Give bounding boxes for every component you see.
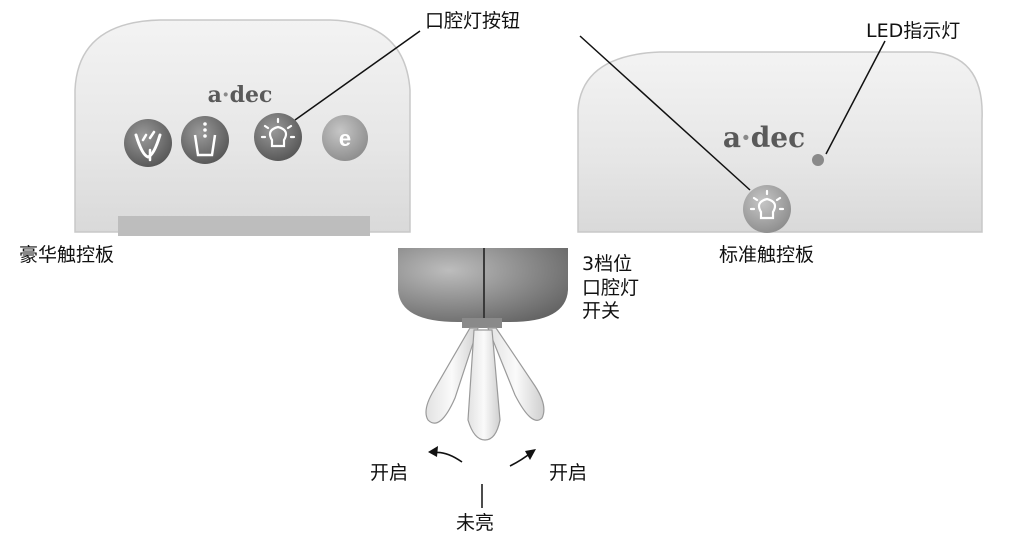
svg-text:e: e [339, 126, 351, 151]
switch-prong-right[interactable] [487, 327, 545, 421]
on-right-label: 开启 [549, 462, 588, 484]
led-indicator-label: LED指示灯 [866, 20, 961, 42]
led-indicator [812, 154, 824, 166]
callout-line-standard-light [579, 35, 751, 191]
light-switch-photo [398, 248, 568, 441]
switch-label-line2: 口腔灯 [582, 277, 640, 299]
switch-prong-center[interactable] [467, 329, 501, 441]
e-icon[interactable]: e [322, 115, 368, 161]
light-icon[interactable] [254, 113, 302, 161]
switch-label-line3: 开关 [582, 300, 621, 322]
standard-light-button[interactable] [743, 185, 791, 233]
deluxe-brand-logo: a·dec [208, 82, 273, 108]
callout-line-led [825, 40, 886, 155]
standard-touchpad-label: 标准触控板 [719, 244, 815, 266]
off-label: 未亮 [456, 512, 495, 534]
deluxe-touchpad-label: 豪华触控板 [19, 244, 115, 266]
deluxe-touchpad-photo: a·dec e [74, 19, 411, 236]
callout-line-deluxe-light [294, 30, 421, 121]
arrow-left [428, 446, 463, 463]
standard-brand-logo: a·dec [723, 121, 805, 154]
callout-lines [294, 30, 886, 508]
on-left-label: 开启 [370, 462, 409, 484]
cuspidor-icon[interactable] [124, 119, 172, 167]
mouth-light-button-label: 口腔灯按钮 [425, 10, 521, 32]
cup-fill-icon[interactable] [181, 116, 229, 164]
switch-label-line1: 3档位 [582, 253, 633, 275]
switch-prong-left[interactable] [425, 327, 479, 424]
standard-touchpad-photo: a·dec [577, 51, 983, 233]
arrow-right [509, 449, 536, 467]
